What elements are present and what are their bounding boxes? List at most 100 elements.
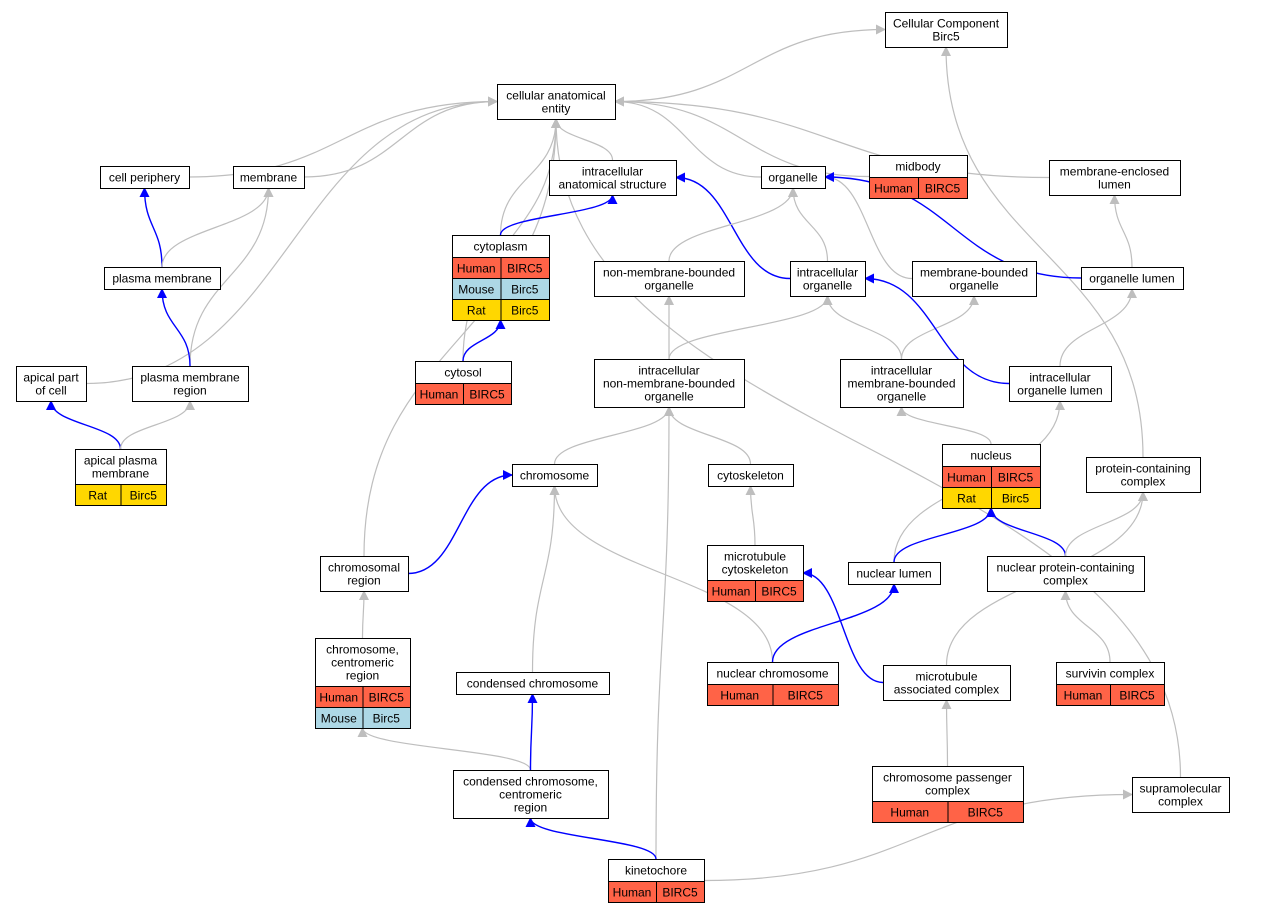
annotation-cell-rat [500,299,550,321]
edge-io-to-organelle [788,187,829,262]
node-label: membrane [92,467,150,481]
node-condchr[interactable]: condensed chromosome [456,672,610,695]
node-box [1081,267,1184,290]
annotation-text: BIRC5 [369,691,405,705]
annotation-cell-human [1110,684,1165,706]
edge-cae-to-cc [614,24,886,103]
node-label: non-membrane-bounded [603,377,735,391]
edge-cccr-to-ccr [357,727,532,771]
edge-pmr-to-membrane [189,187,274,367]
node-box [1132,777,1230,813]
annotation-text: Rat [467,304,486,318]
node-label: region [514,801,547,815]
annotation-cell-human [947,801,1024,823]
node-box [100,166,190,189]
edge-apc-to-cae [85,96,498,385]
annotation-cell-human [656,881,705,903]
node-organelle[interactable]: organelle [761,166,826,189]
node-box [840,359,964,408]
node-nl[interactable]: nuclear lumen [848,562,941,585]
node-label: region [347,574,380,588]
node-pm[interactable]: plasma membrane [104,267,221,290]
edge-cytoplasm-to-ias [499,194,618,236]
edge-mel-to-cae [614,96,1050,179]
node-label: cytoplasm [473,240,527,254]
node-label: supramolecular [1139,782,1221,796]
edge-imbo-to-mbo [900,295,979,360]
node-label: kinetochore [625,864,687,878]
node-label: nucleus [970,449,1011,463]
node-label: apical part [23,371,79,385]
node-label: organelle lumen [1017,384,1102,398]
node-box [883,665,1011,701]
node-label: lumen [1098,178,1131,192]
node-label: nuclear lumen [856,567,931,581]
node-label: centromeric [331,656,394,670]
node-label: organelle [768,171,818,185]
node-label: complex [1121,475,1166,489]
edge-pm-to-cellper [139,187,163,268]
node-label: chromosome passenger [883,771,1012,785]
edge-apm-to-pmr [119,400,195,450]
node-label: of cell [35,384,66,398]
edge-ias-to-cae [551,118,614,161]
node-inmbo[interactable]: intracellularnon-membrane-boundedorganel… [594,359,745,408]
annotation-text: Birc5 [511,283,539,297]
annotation-text: Birc5 [1002,492,1030,506]
node-label: chromosome [520,469,590,483]
node-label: intracellular [1029,371,1090,385]
node-cytoskeleton[interactable]: cytoskeleton [708,464,794,487]
node-label: membrane-bounded [847,377,955,391]
annotation-cell-mouse [362,707,411,729]
node-box [16,366,87,402]
edge-chromosome-to-inmbo [553,406,674,465]
edge-apm-to-apc [46,400,122,450]
annotation-cell-human [755,580,804,602]
node-label: chromosomal [328,561,400,575]
node-membrane[interactable]: membrane [233,166,305,189]
node-label: membrane [240,171,298,185]
node-chromosome[interactable]: chromosome [512,464,598,487]
edge-organelle-to-cae [614,96,762,178]
edge-kinetochore-to-inmbo [655,406,674,860]
edge-kinetochore-to-cccr [525,817,657,860]
edge-condchr-to-chromosome [531,485,560,673]
edge-iol-to-ol [1059,288,1137,367]
edge-cytoplasm-to-cae [499,118,561,236]
node-label: complex [925,784,970,798]
edge-mtcs-to-cytoskeleton [745,485,756,546]
node-ol[interactable]: organelle lumen [1081,267,1184,290]
annotation-text: Birc5 [511,304,539,318]
node-box [594,359,745,408]
node-cellper[interactable]: cell periphery [100,166,190,189]
annotation-text: BIRC5 [507,262,543,276]
